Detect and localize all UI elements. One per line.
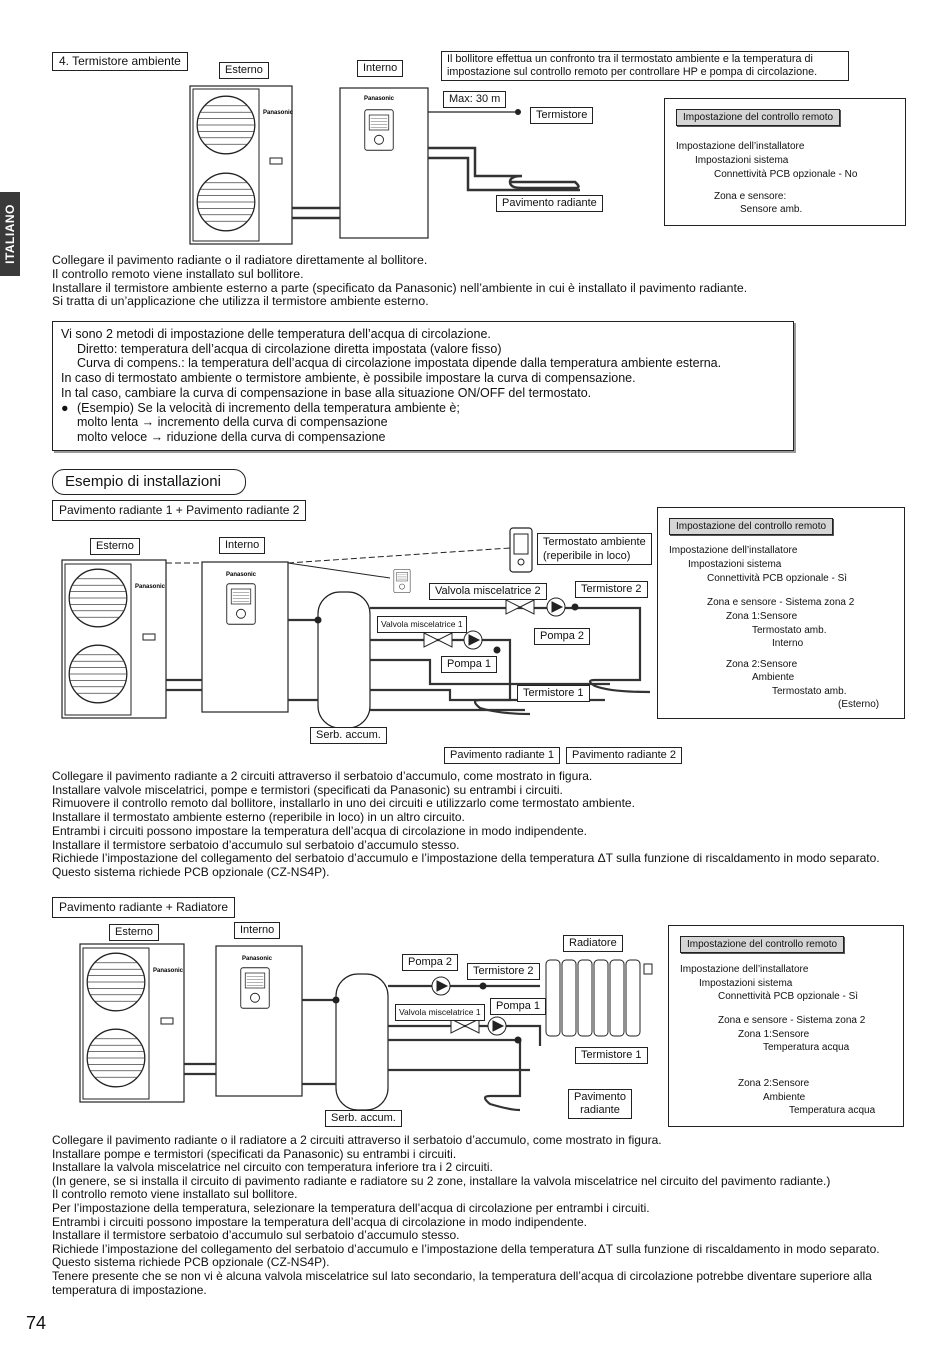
outdoor-label-3: Esterno bbox=[109, 924, 159, 941]
indoor-unit bbox=[339, 87, 429, 239]
outdoor-brand-2: Panasonic bbox=[135, 584, 166, 590]
settings-line: Sensore amb. bbox=[740, 204, 803, 215]
indoor-brand: Panasonic bbox=[364, 96, 395, 102]
settings-line: Zona e sensore - Sistema zona 2 bbox=[707, 597, 855, 608]
example1-paragraph: Collegare il pavimento radiante a 2 circ… bbox=[52, 769, 880, 879]
settings-line: Zona e sensore - Sistema zona 2 bbox=[718, 1015, 866, 1026]
pipes bbox=[292, 146, 580, 220]
outdoor-unit-3 bbox=[79, 943, 185, 1103]
outdoor-unit bbox=[189, 85, 293, 245]
example2-title: Pavimento radiante + Radiatore bbox=[52, 897, 236, 918]
settings-line: Interno bbox=[772, 638, 804, 649]
settings-line: Impostazioni sistema bbox=[695, 155, 789, 166]
indoor-label-3: Interno bbox=[234, 922, 281, 939]
page-number: 74 bbox=[26, 1313, 47, 1333]
thermistor1-label-b: Termistore 1 bbox=[575, 1047, 648, 1064]
remote-settings-3: Impostazione del controllo remoto Impost… bbox=[668, 925, 904, 1127]
pump1-label-b: Pompa 1 bbox=[490, 998, 547, 1015]
section1-title: 4. Termistore ambiente bbox=[52, 52, 188, 71]
floor2-label: Pavimento radiante 2 bbox=[566, 747, 682, 764]
outdoor-label: Esterno bbox=[219, 62, 269, 79]
settings-line: Temperatura acqua bbox=[789, 1105, 876, 1116]
pipes-3 bbox=[184, 984, 542, 1112]
max-distance-label: Max: 30 m bbox=[443, 91, 507, 108]
section-title: Esempio di installazioni bbox=[52, 469, 246, 495]
radiator-label: Radiatore bbox=[563, 935, 623, 952]
settings-line: Zona 2:Sensore bbox=[726, 659, 798, 670]
thermistor1-label: Termistore 1 bbox=[517, 685, 590, 702]
valve-2-icon bbox=[505, 599, 535, 615]
tank-label-b: Serb. accum. bbox=[325, 1110, 402, 1127]
settings-line: Impostazione dell’installatore bbox=[669, 545, 798, 556]
settings-line: Impostazioni sistema bbox=[688, 559, 782, 570]
tank-2 bbox=[335, 973, 389, 1111]
settings-line: Impostazione dell’installatore bbox=[680, 964, 809, 975]
settings-line: Termostato amb. bbox=[752, 625, 827, 636]
outdoor-brand-3: Panasonic bbox=[153, 968, 184, 974]
pump2-label: Pompa 2 bbox=[534, 628, 591, 645]
settings-line: Impostazioni sistema bbox=[699, 978, 793, 989]
indoor-label: Interno bbox=[357, 60, 404, 77]
settings-line: Zona 1:Sensore bbox=[726, 611, 798, 622]
circulation-note-box: Vi sono 2 metodi di impostazione delle t… bbox=[52, 321, 794, 451]
section1-paragraph: Collegare il pavimento radiante o il rad… bbox=[52, 253, 748, 309]
settings-header: Impostazione del controllo remoto bbox=[676, 109, 841, 126]
tank-label: Serb. accum. bbox=[310, 727, 387, 744]
language-tab: ITALIANO bbox=[0, 192, 20, 276]
floor1-label: Pavimento radiante 1 bbox=[444, 747, 560, 764]
settings-line: Zona 2:Sensore bbox=[738, 1078, 810, 1089]
valve1-label-b: Valvola miscelatrice 1 bbox=[395, 1004, 485, 1021]
thermistor-label: Termistore bbox=[530, 107, 594, 124]
outdoor-unit-2 bbox=[61, 559, 167, 719]
settings-line: Connettività PCB opzionale - No bbox=[714, 169, 858, 180]
pump2-label-b: Pompa 2 bbox=[402, 954, 459, 971]
example2-paragraph: Collegare il pavimento radiante o il rad… bbox=[52, 1133, 880, 1297]
indoor-label-2: Interno bbox=[219, 537, 266, 554]
settings-line: Termostato amb. bbox=[772, 686, 847, 697]
tank-1 bbox=[317, 591, 371, 729]
settings-line: Ambiente bbox=[763, 1092, 806, 1103]
settings-line: Connettività PCB opzionale - Sì bbox=[707, 573, 848, 584]
remote-controller bbox=[393, 569, 411, 593]
indoor-unit-3 bbox=[215, 945, 303, 1097]
settings-line: Temperatura acqua bbox=[763, 1042, 850, 1053]
settings-line: (Esterno) bbox=[838, 699, 880, 710]
valve1-label: Valvola miscelatrice 1 bbox=[377, 616, 467, 633]
settings-header: Impostazione del controllo remoto bbox=[669, 518, 834, 535]
settings-line: Connettività PCB opzionale - Sì bbox=[718, 991, 859, 1002]
valve2-label: Valvola miscelatrice 2 bbox=[429, 583, 547, 600]
valve-1-icon-b bbox=[450, 1018, 480, 1034]
settings-line: Impostazione dell’installatore bbox=[676, 141, 805, 152]
thermistor2-label: Termistore 2 bbox=[575, 581, 648, 598]
settings-line: Ambiente bbox=[752, 672, 795, 683]
indoor-brand-2: Panasonic bbox=[226, 572, 257, 578]
radiator-icon bbox=[545, 959, 653, 1037]
example1-title: Pavimento radiante 1 + Pavimento radiant… bbox=[52, 500, 307, 521]
thermistor2-label-b: Termistore 2 bbox=[467, 963, 540, 980]
outdoor-brand: Panasonic bbox=[263, 110, 294, 116]
floor-heating-label: Pavimento radiante bbox=[496, 195, 603, 212]
pump1-label: Pompa 1 bbox=[441, 656, 498, 673]
settings-line: Zona 1:Sensore bbox=[738, 1029, 810, 1040]
remote-settings-2: Impostazione del controllo remoto Impost… bbox=[657, 507, 905, 719]
remote-settings-1: Impostazione del controllo remoto Impost… bbox=[664, 98, 906, 226]
settings-line: Zona e sensore: bbox=[714, 191, 787, 202]
valve-1-icon bbox=[423, 632, 453, 648]
pipes-2 bbox=[166, 606, 651, 716]
indoor-brand-3: Panasonic bbox=[242, 956, 273, 962]
section1-note: Il bollitore effettua un confronto tra i… bbox=[441, 51, 849, 81]
indoor-unit-2 bbox=[201, 561, 289, 713]
room-thermostat-label: Termostato ambiente(reperibile in loco) bbox=[537, 533, 652, 565]
outdoor-label-2: Esterno bbox=[90, 538, 140, 555]
settings-header: Impostazione del controllo remoto bbox=[680, 936, 845, 953]
